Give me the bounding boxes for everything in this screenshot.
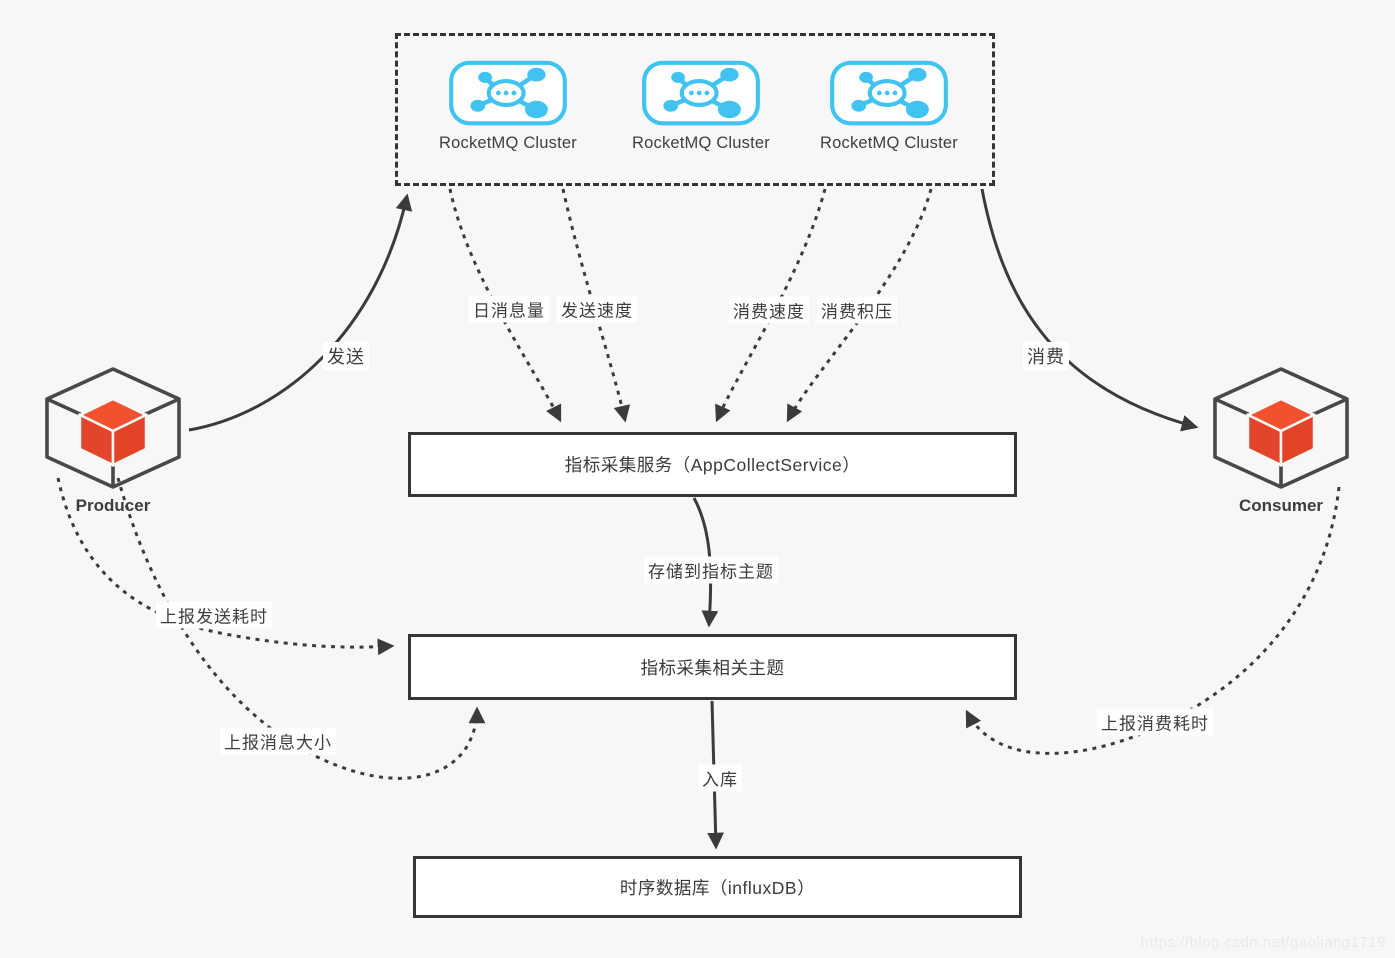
collect-service-label: 指标采集服务（AppCollectService） bbox=[564, 455, 861, 475]
collect-service-box: 指标采集服务（AppCollectService） bbox=[408, 432, 1017, 497]
edge-consume-speed bbox=[715, 188, 827, 423]
metric-topics-label: 指标采集相关主题 bbox=[640, 657, 785, 678]
consumer-label: Consumer bbox=[1238, 496, 1324, 515]
edge-report-message-size bbox=[116, 477, 486, 780]
edge-label-report-consume-cost: 上报消费耗时 bbox=[1097, 708, 1213, 736]
edge-label-report-send-cost: 上报发送耗时 bbox=[156, 601, 272, 629]
rocketmq-cluster-node: RocketMQ Cluster bbox=[794, 60, 984, 153]
rocketmq-cluster-node: RocketMQ Cluster bbox=[413, 60, 603, 153]
producer-cube-icon bbox=[45, 367, 181, 489]
edge-report-send-cost bbox=[56, 477, 395, 656]
edge-label-daily-message-count: 日消息量 bbox=[469, 295, 549, 323]
rocketmq-icon bbox=[830, 60, 948, 126]
rocketmq-icon bbox=[449, 60, 567, 126]
edge-label-send-speed: 发送速度 bbox=[557, 295, 637, 323]
rocketmq-icon bbox=[642, 60, 760, 126]
edge-label-consume-speed: 消费速度 bbox=[729, 296, 809, 324]
rocketmq-cluster-group: RocketMQ Cluster RocketMQ Cluster bbox=[395, 33, 995, 186]
edge-label-report-message-size: 上报消息大小 bbox=[220, 727, 336, 755]
rocketmq-cluster-node: RocketMQ Cluster bbox=[606, 60, 796, 153]
edge-send bbox=[188, 193, 413, 432]
edge-label-consume: 消费 bbox=[1023, 342, 1069, 370]
consumer-cube-icon bbox=[1213, 367, 1349, 489]
edge-daily-message-count bbox=[448, 188, 562, 423]
tsdb-label: 时序数据库（influxDB） bbox=[619, 877, 816, 898]
edge-label-send: 发送 bbox=[323, 342, 369, 370]
edge-label-store-to-metric-topic: 存储到指标主题 bbox=[644, 556, 778, 584]
edge-label-into-db: 入库 bbox=[698, 764, 742, 792]
edge-report-consume-cost bbox=[965, 486, 1341, 755]
rocketmq-cluster-label: RocketMQ Cluster bbox=[439, 134, 577, 152]
rocketmq-cluster-label: RocketMQ Cluster bbox=[632, 134, 770, 152]
metric-topics-box: 指标采集相关主题 bbox=[408, 634, 1017, 700]
rocketmq-cluster-label: RocketMQ Cluster bbox=[820, 134, 958, 152]
edge-label-consume-backlog: 消费积压 bbox=[817, 296, 897, 324]
edge-consume bbox=[980, 188, 1199, 432]
watermark-url: https://blog.csdn.net/gaoliang1719 bbox=[1140, 934, 1386, 951]
producer-label: Producer bbox=[75, 496, 151, 515]
tsdb-box: 时序数据库（influxDB） bbox=[413, 856, 1022, 918]
